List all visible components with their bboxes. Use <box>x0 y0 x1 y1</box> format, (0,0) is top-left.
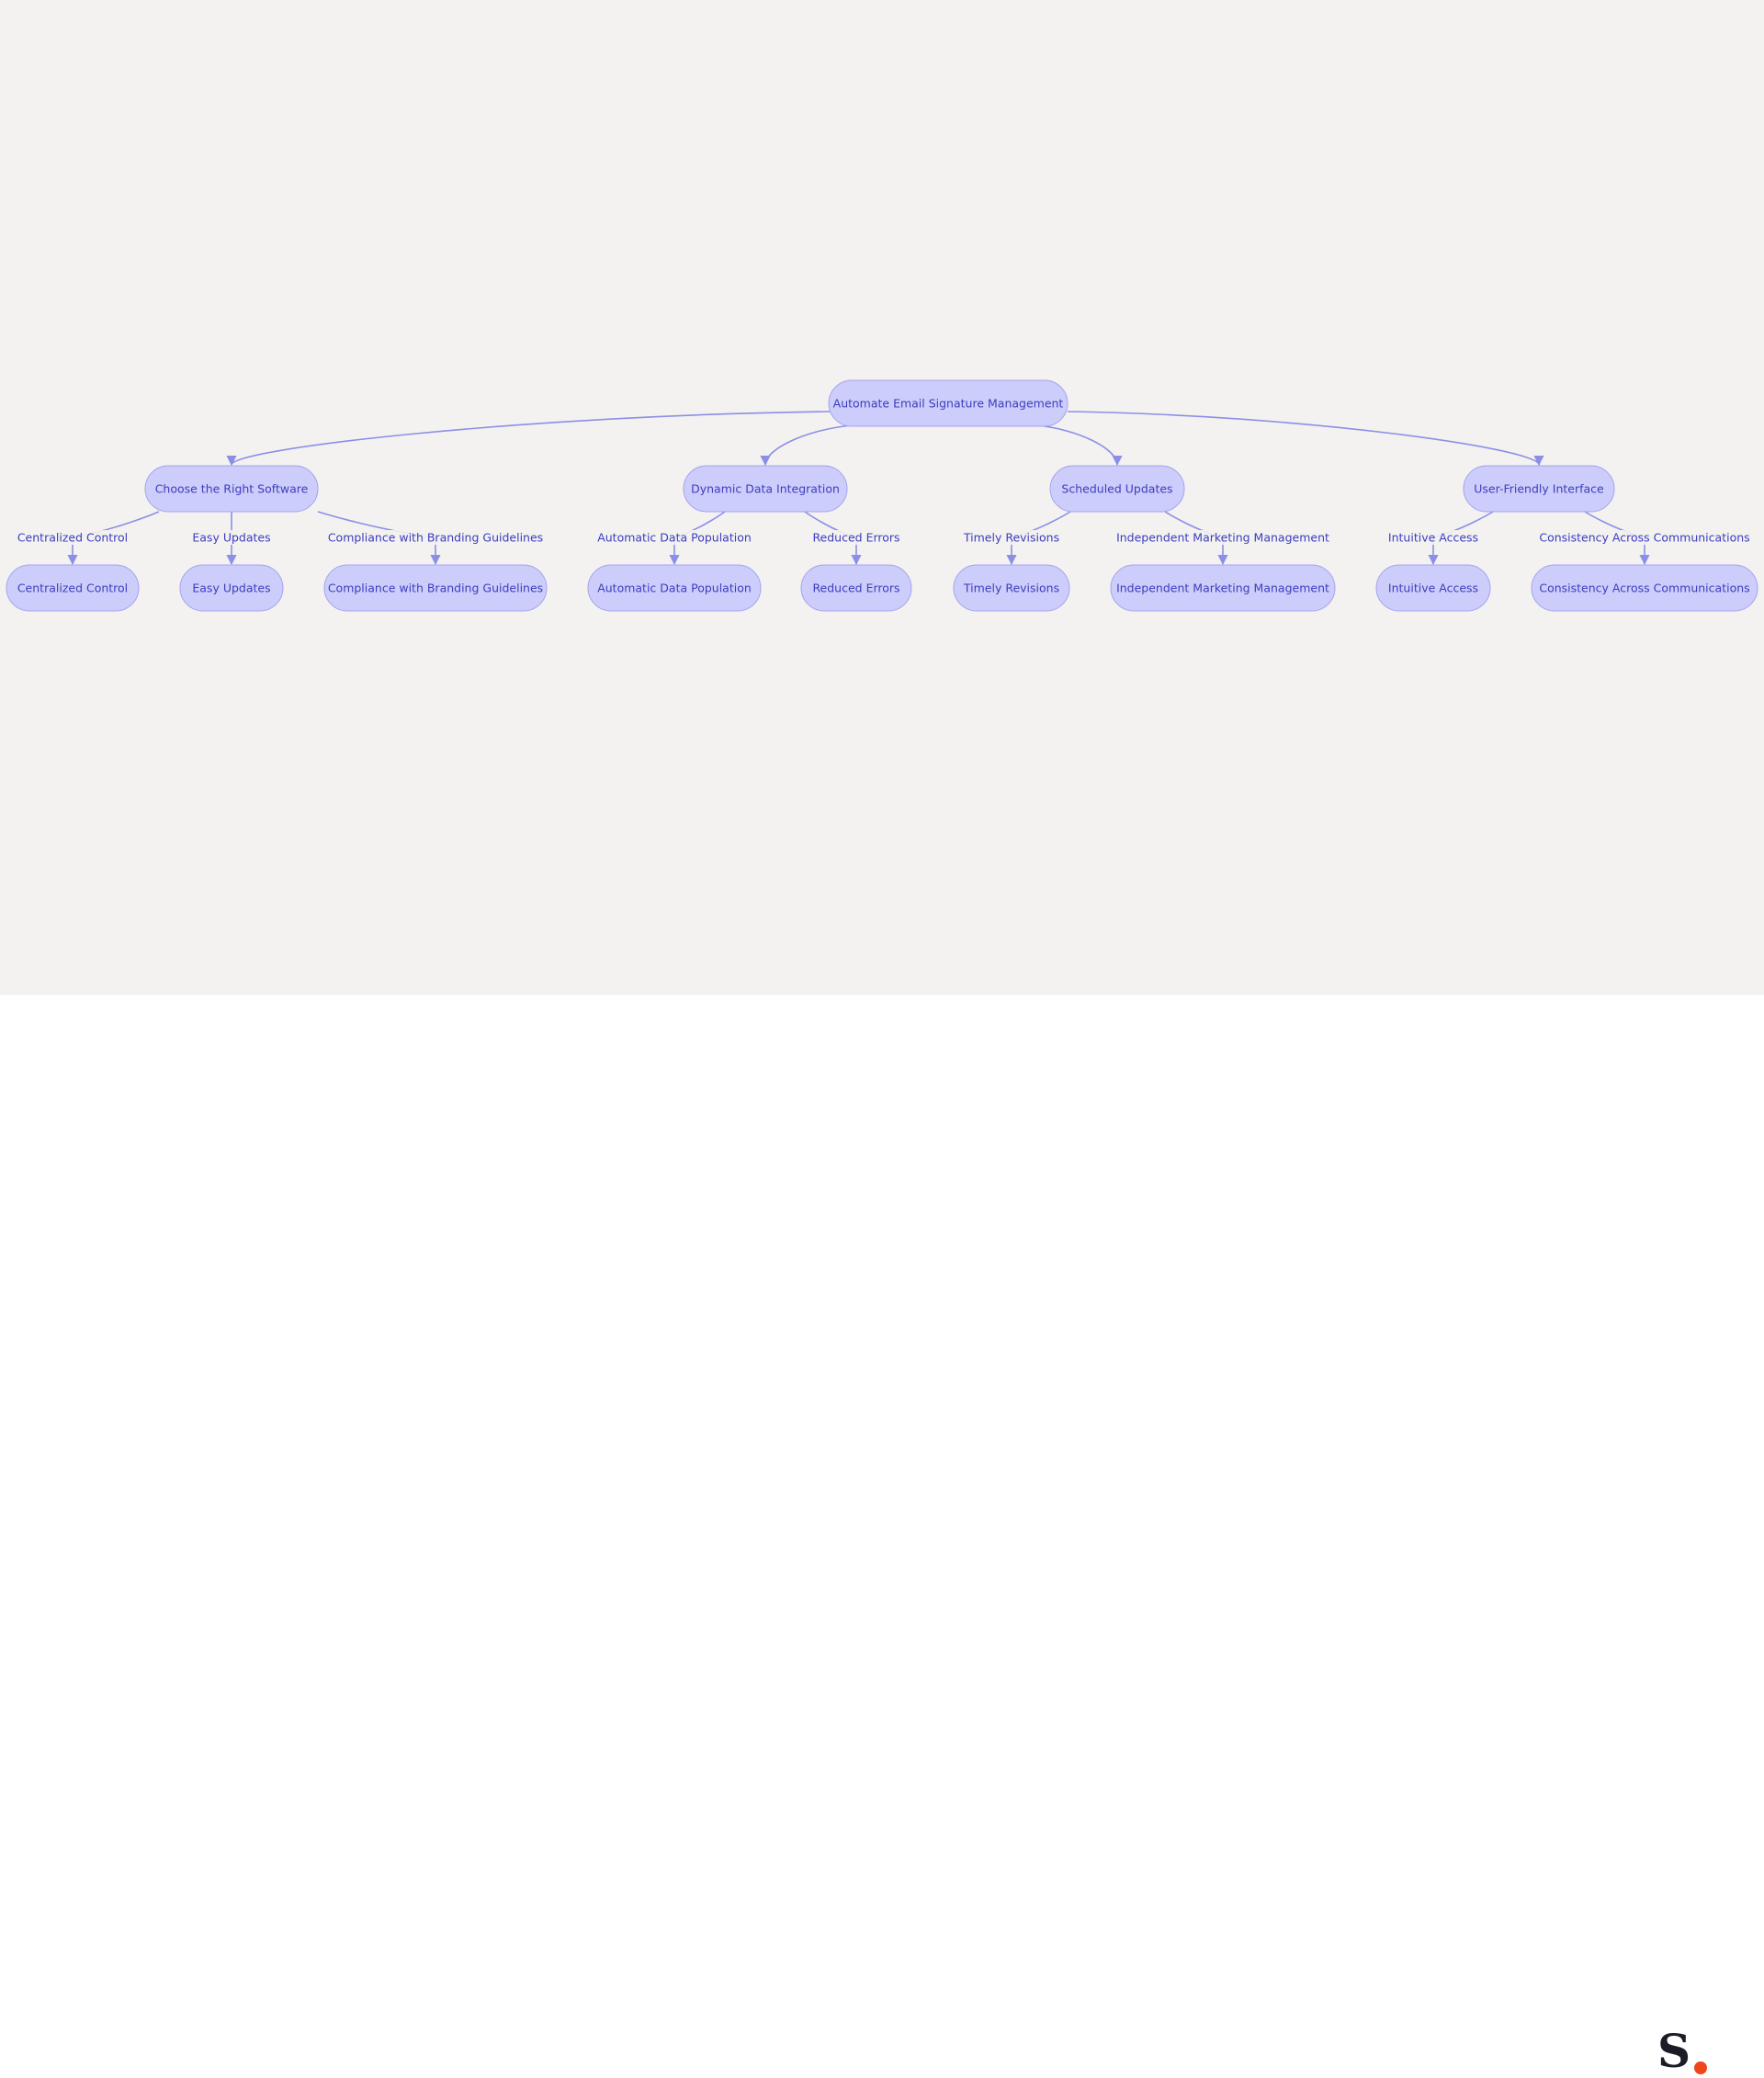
node-label: Intuitive Access <box>1388 582 1478 595</box>
edge-label-text: Independent Marketing Management <box>1116 531 1329 545</box>
nodes-layer: Automate Email Signature ManagementChoos… <box>6 379 1758 612</box>
edge-label-background <box>1538 530 1751 545</box>
edge-label-easy-updates: Easy Updates <box>191 530 272 545</box>
edge-label-text: Centralized Control <box>17 531 128 545</box>
node-label: Choose the Right Software <box>155 482 309 496</box>
node-shape <box>1463 465 1615 513</box>
node-label: Consistency Across Communications <box>1539 582 1749 595</box>
node-shape <box>144 465 319 513</box>
node-shape <box>1375 564 1491 612</box>
edge-label-text: Reduced Errors <box>812 531 899 545</box>
node-shape <box>1049 465 1185 513</box>
edge-label-centralized-control: Centralized Control <box>10 530 135 545</box>
edge-label-text: Easy Updates <box>192 531 270 545</box>
node-label: Independent Marketing Management <box>1116 582 1329 595</box>
edge-label-text: Intuitive Access <box>1388 531 1478 545</box>
node-timely-revisions[interactable]: Timely Revisions <box>953 564 1070 612</box>
node-dynamic-data-integration[interactable]: Dynamic Data Integration <box>683 465 848 513</box>
edge-label-consistency-across-communications: Consistency Across Communications <box>1538 530 1751 545</box>
node-shape <box>800 564 912 612</box>
node-shape <box>179 564 284 612</box>
edge-label-background <box>1380 530 1487 545</box>
edge-label-text: Timely Revisions <box>963 531 1059 545</box>
node-shape <box>828 379 1069 427</box>
node-automatic-data-population[interactable]: Automatic Data Population <box>587 564 762 612</box>
edge-root-to-c1 <box>226 411 831 467</box>
node-compliance-with-branding-guidelines[interactable]: Compliance with Branding Guidelines <box>323 564 548 612</box>
node-shape <box>587 564 762 612</box>
edge-label-text: Consistency Across Communications <box>1539 531 1749 545</box>
edge-label-intuitive-access: Intuitive Access <box>1380 530 1487 545</box>
node-shape <box>6 564 140 612</box>
node-label: Compliance with Branding Guidelines <box>328 582 543 595</box>
brand-logo[interactable]: S <box>1657 2026 1713 2077</box>
node-consistency-across-communications[interactable]: Consistency Across Communications <box>1531 564 1758 612</box>
edge-label-background <box>191 530 272 545</box>
node-user-friendly-interface[interactable]: User-Friendly Interface <box>1463 465 1615 513</box>
edge-label-background <box>593 530 756 545</box>
edge-label-background <box>809 530 903 545</box>
node-label: Automatic Data Population <box>597 582 752 595</box>
logo-dot-icon <box>1694 2061 1707 2074</box>
node-label: Automate Email Signature Management <box>833 397 1064 411</box>
edge-label-independent-marketing-management: Independent Marketing Management <box>1116 530 1329 545</box>
page-footer: S <box>0 995 1764 2077</box>
node-shape <box>953 564 1070 612</box>
node-label: Centralized Control <box>17 582 128 595</box>
node-label: Scheduled Updates <box>1061 482 1172 496</box>
node-shape <box>1110 564 1336 612</box>
node-label: Easy Updates <box>192 582 270 595</box>
edge-label-automatic-data-population: Automatic Data Population <box>593 530 756 545</box>
edge-label-background <box>1119 530 1327 545</box>
edge-label-background <box>322 530 548 545</box>
node-reduced-errors[interactable]: Reduced Errors <box>800 564 912 612</box>
edge-label-background <box>958 530 1065 545</box>
edge-label-text: Compliance with Branding Guidelines <box>328 531 543 545</box>
node-intuitive-access[interactable]: Intuitive Access <box>1375 564 1491 612</box>
edge-labels-layer: Centralized Control Easy Updates Complianc… <box>10 530 1751 545</box>
node-choose-the-right-software[interactable]: Choose the Right Software <box>144 465 319 513</box>
node-label: Timely Revisions <box>963 582 1059 595</box>
edge-label-timely-revisions: Timely Revisions <box>958 530 1065 545</box>
node-shape <box>683 465 848 513</box>
node-centralized-control[interactable]: Centralized Control <box>6 564 140 612</box>
edge-label-reduced-errors: Reduced Errors <box>809 530 903 545</box>
edge-label-background <box>10 530 135 545</box>
node-shape <box>323 564 548 612</box>
node-easy-updates[interactable]: Easy Updates <box>179 564 284 612</box>
node-automate-email-signature-management[interactable]: Automate Email Signature Management <box>828 379 1069 427</box>
node-shape <box>1531 564 1758 612</box>
edge-root-to-c3 <box>1035 424 1123 467</box>
node-independent-marketing-management[interactable]: Independent Marketing Management <box>1110 564 1336 612</box>
node-label: User-Friendly Interface <box>1474 482 1604 496</box>
edge-root-to-c4 <box>1067 411 1544 467</box>
logo-letter: S <box>1657 2024 1691 2078</box>
edge-root-to-c2 <box>760 424 854 467</box>
node-label: Reduced Errors <box>812 582 899 595</box>
edge-label-compliance-with-branding-guidelines: Compliance with Branding Guidelines <box>322 530 548 545</box>
edge-label-text: Automatic Data Population <box>597 531 752 545</box>
node-scheduled-updates[interactable]: Scheduled Updates <box>1049 465 1185 513</box>
node-label: Dynamic Data Integration <box>691 482 840 496</box>
